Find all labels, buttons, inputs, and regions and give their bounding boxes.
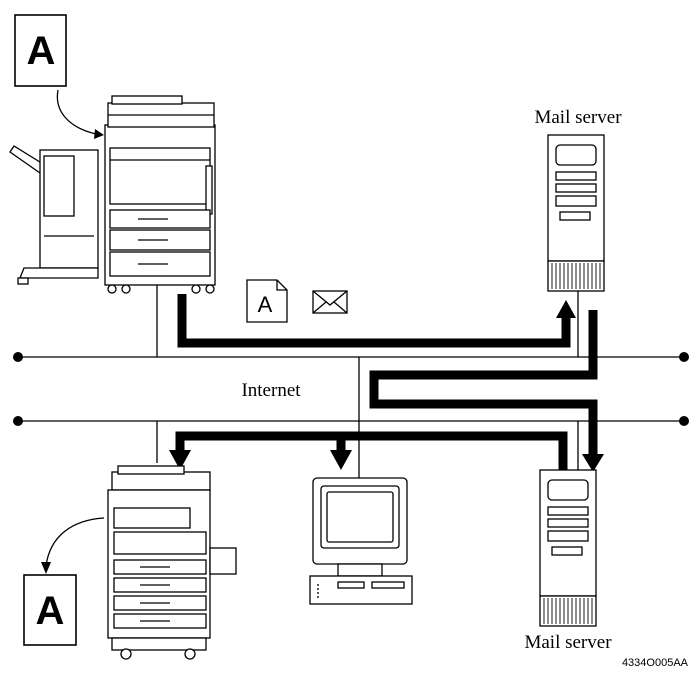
original-document: A <box>15 15 66 86</box>
copier-icon <box>108 466 236 659</box>
computer-icon <box>310 478 412 604</box>
attachment-document-letter: A <box>258 292 273 317</box>
server-tower-icon <box>548 135 604 291</box>
mail-server-top-label: Mail server <box>534 107 622 128</box>
output-document-letter: A <box>36 589 65 633</box>
server-tower-icon <box>540 470 596 626</box>
send-arrow-path <box>182 294 566 343</box>
figure-code: 4334O005AA <box>622 657 689 669</box>
output-document: A <box>24 575 76 645</box>
network-lines <box>18 285 684 478</box>
mail-server-bottom-label: Mail server <box>524 632 612 653</box>
original-document-letter: A <box>27 29 56 73</box>
internet-label: Internet <box>241 380 301 401</box>
output-arrow-head <box>41 562 51 574</box>
envelope-icon <box>313 291 347 313</box>
deliver-arrow-path <box>180 436 563 470</box>
output-arrow-curve <box>46 518 104 566</box>
document-icon: A <box>247 280 287 322</box>
feed-arrow-curve <box>57 90 96 134</box>
network-endpoints <box>13 352 689 426</box>
copier-with-finisher-icon <box>10 96 215 293</box>
arrow-heads <box>169 300 604 472</box>
feed-arrow-head <box>94 129 104 139</box>
